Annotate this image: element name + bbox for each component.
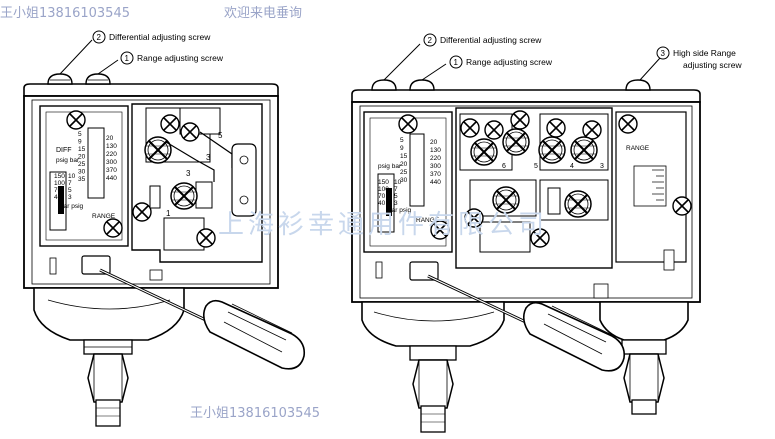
left-diff-psig-label: 9 [78, 139, 82, 146]
right-bar-label: 20 [430, 139, 438, 146]
right-callout-3-num: 3 [661, 49, 666, 58]
left-range-title: RANGE [92, 213, 116, 220]
left-callout-2-num: 2 [97, 33, 102, 42]
right-psig-label: 15 [400, 153, 408, 160]
left-diff-bar-label: 130 [106, 143, 117, 150]
left-diff-psig-label: 25 [78, 161, 86, 168]
right-range-psig-label: 40 [378, 200, 386, 207]
left-units: psig bar [56, 157, 80, 164]
watermark-company: 上海衫幸通用件有限公司 [218, 210, 549, 240]
left-cover-screw-2 [47, 73, 73, 85]
right-bar-label: 300 [430, 163, 441, 170]
right-psig-label: 5 [400, 137, 404, 144]
right-range-bar-label: 3 [394, 200, 398, 207]
right-range-units: bar psig [388, 207, 412, 214]
left-diff-bar-label: 370 [106, 167, 117, 174]
right-range-bar-label: 5 [394, 193, 398, 200]
left-range-units: bar psig [60, 203, 84, 210]
left-range-psig-label: 40 [54, 194, 62, 201]
right-callout-1-text: Range adjusting screw [466, 57, 553, 67]
right-callout-2-text: Differential adjusting screw [440, 35, 542, 45]
left-range-bar-label: 5 [68, 187, 72, 194]
right-bar-label: 440 [430, 179, 441, 186]
right-bar-label: 370 [430, 171, 441, 178]
left-diff-psig-label: 35 [78, 176, 86, 183]
right-part-labels: 6 5 4 3 [502, 163, 604, 170]
right-callouts: 2 Differential adjusting screw 1 Range a… [423, 33, 742, 70]
right-callout-1-num: 1 [454, 58, 459, 67]
left-range-bar-label: 7 [68, 180, 72, 187]
left-diff-bar-label: 20 [106, 135, 114, 142]
left-range-psig-label: 100 [54, 180, 65, 187]
left-range-bar-label: 3 [68, 194, 72, 201]
left-callout-2-text: Differential adjusting screw [109, 32, 211, 42]
right-psig-label: 25 [400, 169, 408, 176]
right-part-3: 3 [600, 163, 604, 170]
left-callout-1-num: 1 [125, 54, 130, 63]
right-units: psig bar [378, 163, 402, 170]
right-psig-label: 30 [400, 177, 408, 184]
left-range-psig-label: 150 [54, 173, 65, 180]
right-psig-label: 20 [400, 161, 408, 168]
watermark-phone-bottom: 王小姐13816103545 [190, 406, 320, 421]
right-callout-3-text: High side Range [673, 48, 736, 58]
right-range-bar-label: 7 [394, 186, 398, 193]
left-diff-bar-label: 300 [106, 159, 117, 166]
left-part-labels: 5 3 3 1 [166, 131, 223, 218]
left-diff-title: DIFF [56, 147, 72, 154]
left-part-3a: 3 [206, 153, 211, 162]
left-callout-1-text: Range adjusting screw [137, 53, 224, 63]
left-diff-bar-label: 220 [106, 151, 117, 158]
right-part-4: 4 [570, 163, 574, 170]
watermark-welcome: 欢迎来电垂询 [224, 6, 303, 21]
left-part-5: 5 [218, 131, 223, 140]
left-diff-psig-label: 15 [78, 146, 86, 153]
left-diff-psig-label: 30 [78, 169, 86, 176]
left-cover-screw-1 [85, 73, 111, 85]
right-callout-2-num: 2 [428, 36, 433, 45]
left-switch [23, 39, 306, 427]
right-psig-label: 9 [400, 145, 404, 152]
right-range-psig-label: 70 [378, 193, 386, 200]
left-diff-bar-label: 440 [106, 175, 117, 182]
right-range-bar-label: 10 [394, 179, 402, 186]
left-range-bar-label: 10 [68, 173, 76, 180]
left-callouts: 2 Differential adjusting screw 1 Range a… [92, 30, 224, 65]
right-part-5: 5 [534, 163, 538, 170]
right-range-title: RANGE [416, 217, 440, 224]
right-callout-3-text2: adjusting screw [683, 60, 742, 70]
watermark-phone-top: 王小姐13816103545 [0, 6, 130, 21]
right-bar-label: 220 [430, 155, 441, 162]
right-part-6: 6 [502, 163, 506, 170]
left-diff-psig-label: 20 [78, 154, 86, 161]
right-range-psig-label: 150 [378, 179, 389, 186]
left-range-psig-label: 70 [54, 187, 62, 194]
right-bar-label: 130 [430, 147, 441, 154]
left-diff-psig-label: 5 [78, 131, 82, 138]
right-high-range-title: RANGE [626, 145, 650, 152]
left-part-1: 1 [166, 209, 171, 218]
right-switch [351, 43, 701, 433]
left-part-3b: 3 [186, 169, 191, 178]
right-range-psig-label: 100 [378, 186, 389, 193]
